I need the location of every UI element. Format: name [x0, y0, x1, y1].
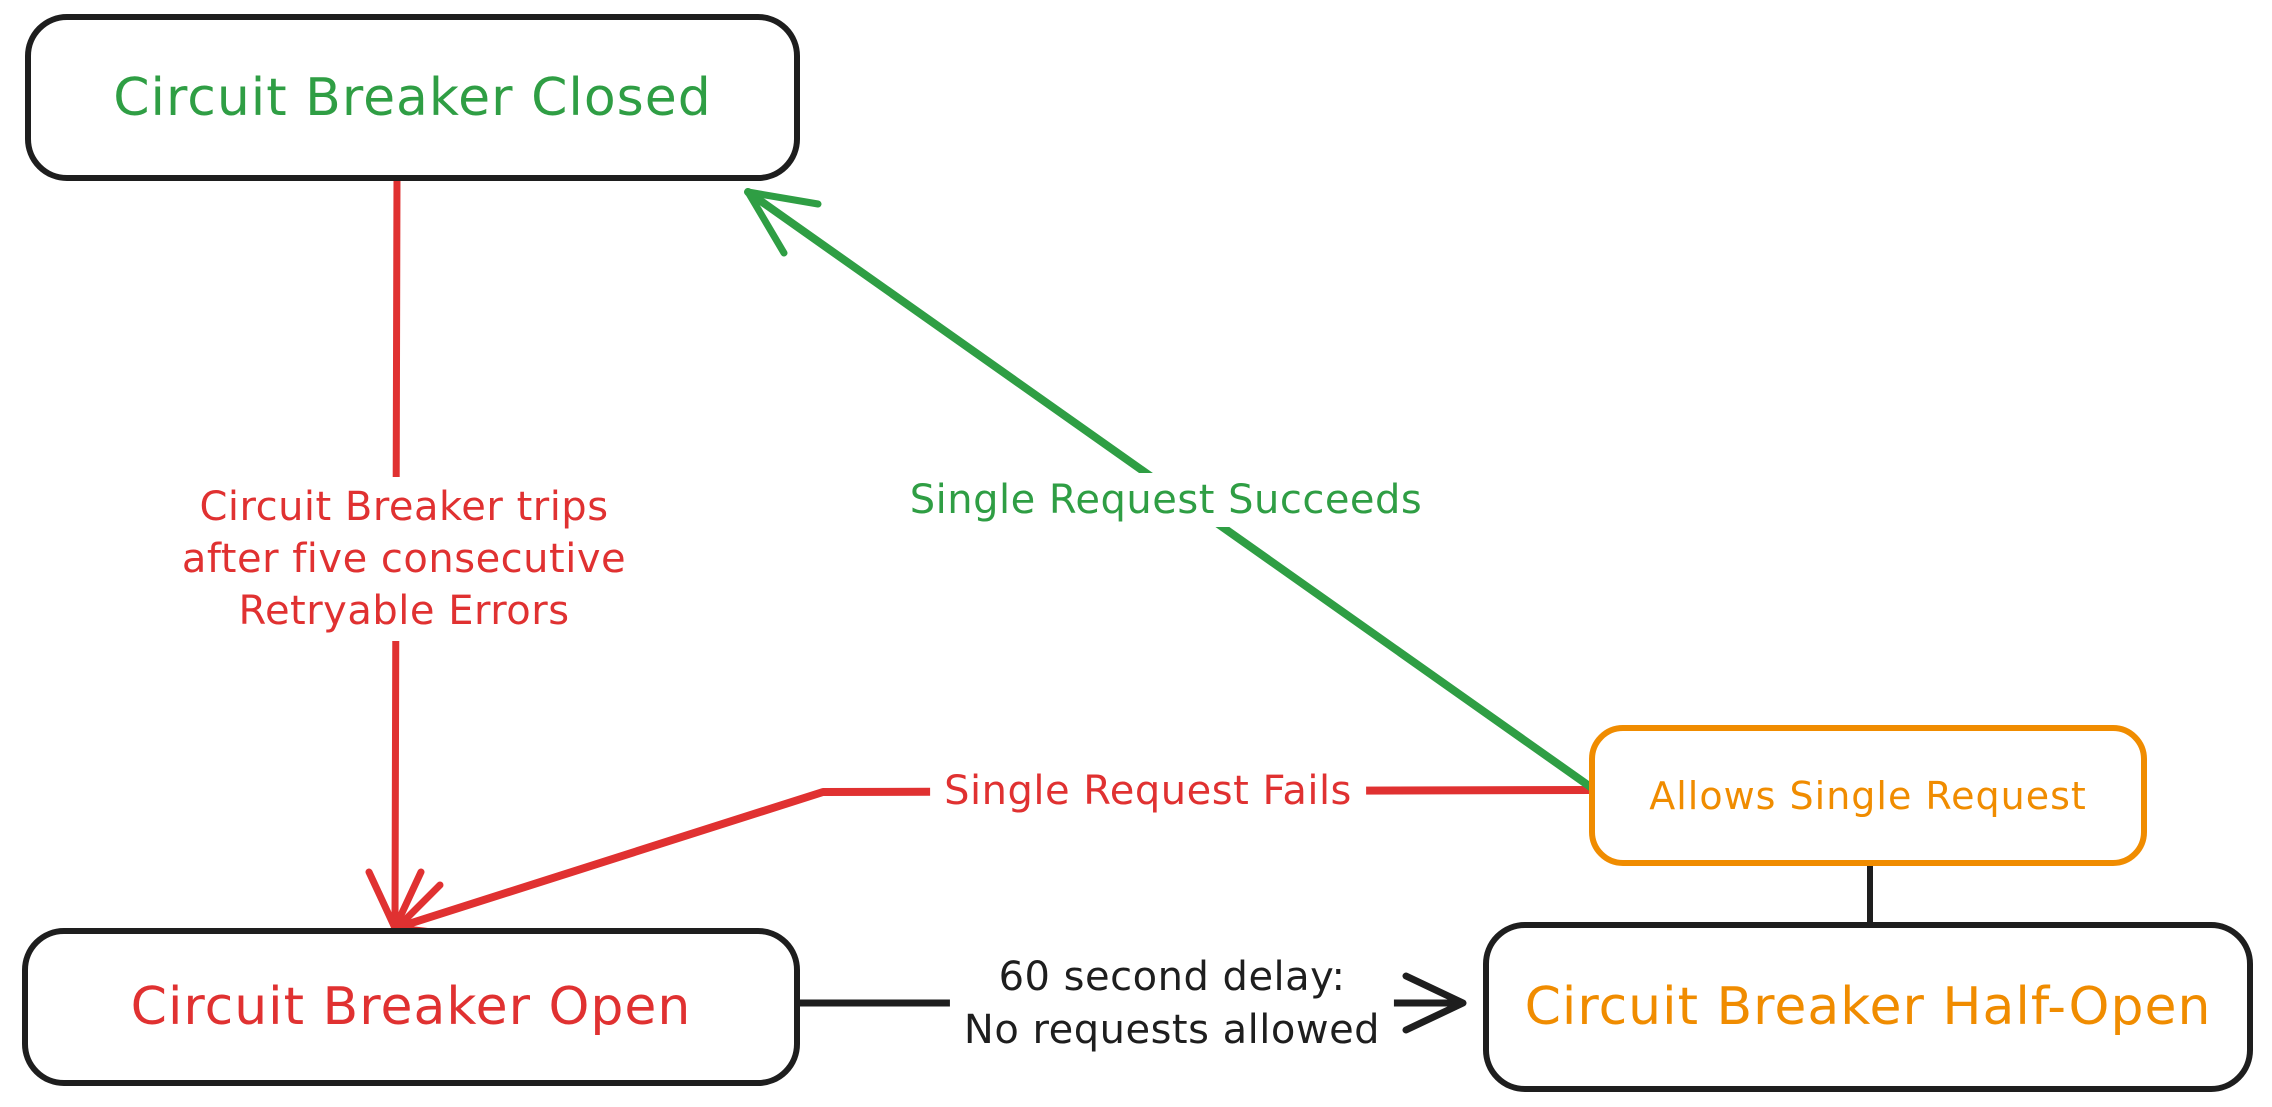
edge-fails-label: Single Request Fails — [930, 761, 1366, 821]
edge-succeeds-label: Single Request Succeeds — [895, 473, 1437, 527]
node-circuit-breaker-closed-label: Circuit Breaker Closed — [113, 67, 712, 128]
edge-trip-label-line3: Retryable Errors — [238, 588, 570, 634]
node-allows-single-request: Allows Single Request — [1589, 725, 2147, 866]
node-circuit-breaker-closed: Circuit Breaker Closed — [25, 14, 800, 181]
edge-delay-label-line1: 60 second delay: — [998, 954, 1346, 1000]
node-circuit-breaker-open: Circuit Breaker Open — [22, 928, 800, 1086]
node-circuit-breaker-half-open: Circuit Breaker Half-Open — [1483, 922, 2253, 1092]
edge-trip-label: Circuit Breaker trips after five consecu… — [167, 477, 641, 641]
edge-trip-label-line2: after five consecutive — [181, 536, 627, 582]
edge-delay-label: 60 second delay: No requests allowed — [949, 947, 1395, 1061]
node-circuit-breaker-half-open-label: Circuit Breaker Half-Open — [1524, 977, 2212, 1037]
edge-succeeds-arrowhead — [744, 188, 822, 257]
edge-delay-label-line2: No requests allowed — [963, 1007, 1381, 1053]
edge-trip-label-line1: Circuit Breaker trips — [199, 484, 609, 530]
node-circuit-breaker-open-label: Circuit Breaker Open — [130, 977, 692, 1037]
node-allows-single-request-label: Allows Single Request — [1649, 773, 2087, 818]
edge-delay-arrowhead — [1402, 972, 1467, 1034]
